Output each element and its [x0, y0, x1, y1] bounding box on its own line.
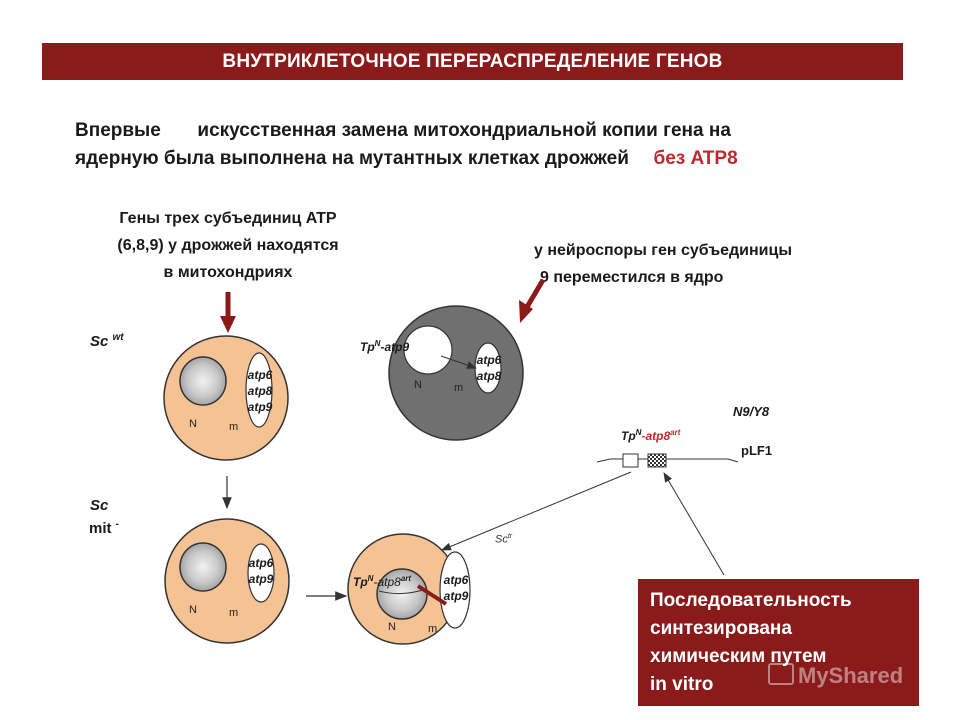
- gene-atp9: atp9: [443, 589, 469, 603]
- note-yeast-genes: Гены трех субъединиц ATP (6,8,9) у дрожж…: [40, 205, 416, 286]
- tp-label: Tp: [353, 575, 368, 589]
- gene-atp9: atp9: [247, 400, 273, 414]
- label-sc-mit-name: mit: [89, 520, 112, 537]
- note-yeast-line-1: Гены трех субъединиц ATP: [119, 210, 337, 227]
- gene-atp6: atp6: [248, 556, 274, 570]
- intro-line-2-text: ядерную была выполнена на мутантных клет…: [75, 148, 629, 169]
- label-mito: m: [229, 607, 239, 619]
- tp-gene-sup: art: [400, 574, 412, 583]
- gene-atp8: atp8: [247, 384, 273, 398]
- gene-atp8: atp8: [476, 369, 502, 383]
- label-sc-wt-sup: wt: [112, 332, 124, 343]
- note-neurospora: у нейроспоры ген субъединицы 9 перемести…: [534, 237, 792, 291]
- note-yeast-line-2: (6,8,9) у дрожжей находятся: [117, 237, 339, 254]
- label-sc-wt: Sc wt: [90, 332, 124, 350]
- label-plf1: pLF1: [741, 443, 773, 458]
- callout-line-4: in vitro: [650, 674, 714, 695]
- callout-line-1: Последовательность: [650, 590, 852, 611]
- red-arrow-diagonal: [519, 278, 546, 323]
- callout-text: Последовательность синтезирована химичес…: [650, 587, 912, 699]
- tp-label: Tp: [360, 340, 375, 354]
- label-plasmid-tp: TpN-atp8art: [621, 428, 680, 443]
- gene-atp6: atp6: [247, 368, 273, 382]
- cell-sc-wt: [163, 335, 289, 461]
- label-sc-mit-1: Sc: [90, 497, 109, 514]
- cell-neurospora: [388, 305, 524, 441]
- watermark-text: MyShared: [798, 663, 904, 688]
- label-mito: m: [454, 382, 464, 394]
- gene-atp6: atp6: [443, 573, 469, 587]
- tp-sup: N: [374, 339, 381, 348]
- label-mito: m: [428, 623, 438, 635]
- tp-gene: -atp8: [641, 429, 671, 443]
- label-neurospora-tp: TpN-atp9: [360, 339, 409, 354]
- intro-line-2: ядерную была выполнена на мутантных клет…: [75, 145, 738, 173]
- intro-without-atp8: без ATP8: [653, 148, 738, 169]
- tp-sup: N: [635, 428, 642, 437]
- label-nucleus: N: [388, 621, 396, 633]
- watermark-icon: [768, 663, 794, 685]
- plasmid-plf1: [596, 453, 739, 468]
- arrow-plasmid-to-cell: [441, 471, 632, 551]
- label-sc-mit-2: mit -: [89, 519, 119, 537]
- cell-sc-tr: [347, 533, 471, 645]
- label-sc-tr: Sctr: [495, 533, 512, 546]
- tp-sup: N: [367, 574, 374, 583]
- callout-line-2: синтезирована: [650, 618, 792, 639]
- tp-gene: -atp9: [380, 340, 410, 354]
- watermark: MyShared: [768, 663, 903, 689]
- gene-atp9: atp9: [248, 572, 274, 586]
- red-arrow-down: [220, 292, 236, 333]
- cell-sc-mit: [164, 518, 290, 644]
- label-sc-tr-name: Sc: [495, 533, 508, 546]
- label-strain: N9/Y8: [733, 404, 770, 419]
- label-nucleus: N: [189, 604, 197, 616]
- label-sc-mit-sup: -: [115, 519, 120, 530]
- slide-title: ВНУТРИКЛЕТОЧНОЕ ПЕРЕРАСПРЕДЕЛЕНИЕ ГЕНОВ: [222, 51, 723, 72]
- label-sc-tr-tp: TpN-atp8art: [353, 574, 411, 589]
- note-yeast-line-3: в митохондриях: [163, 264, 293, 281]
- genes-sc-wt: atp6 atp8 atp9: [243, 367, 277, 415]
- tp-gene-sup: art: [670, 428, 681, 437]
- callout-box: Последовательность синтезирована химичес…: [638, 579, 919, 706]
- callout-line-3: химическим путем: [650, 646, 827, 667]
- note-neurospora-line-2: 9 переместился в ядро: [540, 269, 724, 286]
- label-sc-tr-sup: tr: [507, 533, 513, 540]
- label-sc-wt-name: Sc: [90, 333, 109, 350]
- genes-sc-mit: atp6 atp9: [244, 555, 278, 587]
- genes-sc-tr: atp6 atp9: [441, 572, 471, 604]
- gene-atp6: atp6: [476, 353, 502, 367]
- label-mito: m: [229, 421, 239, 433]
- intro-line-1-rest: искусственная замена митохондриальной ко…: [197, 120, 731, 141]
- genes-neurospora: atp6 atp8: [474, 352, 504, 384]
- label-nucleus: N: [414, 379, 422, 391]
- title-bar: ВНУТРИКЛЕТОЧНОЕ ПЕРЕРАСПРЕДЕЛЕНИЕ ГЕНОВ: [42, 43, 903, 80]
- label-nucleus: N: [189, 418, 197, 430]
- tp-gene: -atp8: [373, 575, 401, 589]
- arrow-callout-to-plasmid: [663, 472, 725, 576]
- intro-word-first: Впервые: [75, 120, 161, 141]
- tp-label: Tp: [621, 429, 636, 443]
- intro-line-1: Впервые искусственная замена митохондриа…: [75, 117, 731, 145]
- note-neurospora-line-1: у нейроспоры ген субъединицы: [534, 242, 792, 259]
